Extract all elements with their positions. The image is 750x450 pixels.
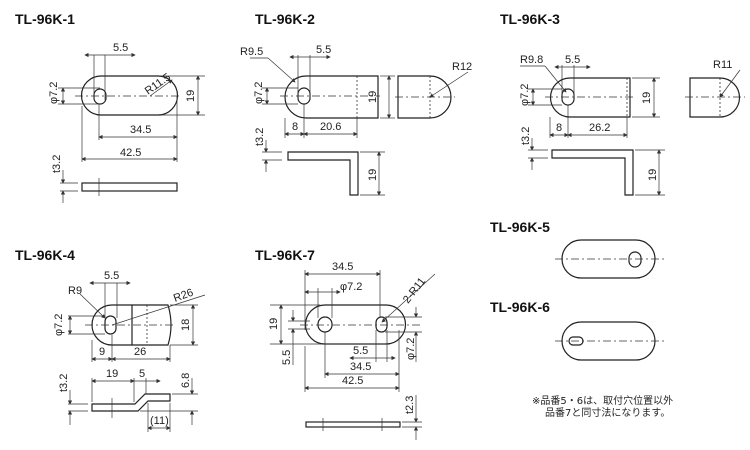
dim-label: 5.5 xyxy=(113,42,128,54)
dim-label: 5.5 xyxy=(281,350,293,365)
bent-side-view xyxy=(551,149,634,196)
side-view xyxy=(81,182,178,192)
dim-label: 19 xyxy=(641,92,653,104)
plate-outline xyxy=(304,304,407,345)
dim-label: R9.5 xyxy=(240,46,263,58)
dim-label: 9 xyxy=(99,346,105,358)
part-tl-96k-6: TL-96K-6 xyxy=(490,299,665,361)
dim-label: 5.5 xyxy=(316,44,331,56)
dim-label: φ7.2 xyxy=(253,82,265,104)
slot-hole xyxy=(628,251,642,268)
dim-label: 19 xyxy=(185,90,197,102)
end-view xyxy=(397,75,452,119)
dim-label: 34.5 xyxy=(332,261,353,273)
dim-label: 8 xyxy=(292,121,298,133)
dim-label: 42.5 xyxy=(120,147,141,159)
part-tl-96k-4: TL-96K-4 5.5 R9 R26 φ7.2 18 9 26 t3.2 19… xyxy=(15,247,206,432)
part-tl-96k-1: TL-96K-1 5.5 φ7.2 R11.5 19 34.5 42.5 t3.… xyxy=(15,11,205,203)
dim-label: 26 xyxy=(134,346,146,358)
end-view xyxy=(689,77,741,118)
slot-hole xyxy=(375,316,388,333)
dim-label: 2-R11 xyxy=(401,275,428,305)
dim-label: R11.5 xyxy=(143,71,173,97)
dim-label: φ7.2 xyxy=(519,84,531,106)
part-tl-96k-2: TL-96K-2 5.5 R9.5 φ7.2 19 8 20.6 R12 t3.… xyxy=(240,11,472,196)
dim-label: 19 xyxy=(367,169,379,181)
dim-label: 34.5 xyxy=(130,124,151,136)
part-title: TL-96K-5 xyxy=(490,219,550,235)
part-tl-96k-5: TL-96K-5 xyxy=(490,219,665,279)
note-line-2: 品番7と同寸法になります。 xyxy=(545,406,670,419)
part-title: TL-96K-1 xyxy=(15,11,75,27)
dim-label: t3.2 xyxy=(51,155,63,173)
note-line-1: ※品番5・6は、取付穴位置以外 xyxy=(532,394,673,407)
bent-side-view xyxy=(91,393,171,412)
part-title: TL-96K-3 xyxy=(500,11,560,27)
part-title: TL-96K-2 xyxy=(255,11,315,27)
dim-label: R26 xyxy=(172,287,195,305)
dim-label: φ7.2 xyxy=(53,314,65,336)
part-title: TL-96K-7 xyxy=(255,247,315,263)
dim-label: R12 xyxy=(452,61,472,73)
dim-label: 19 xyxy=(268,318,280,330)
dim-label: 5.5 xyxy=(104,270,119,282)
dim-label: (11) xyxy=(150,415,169,427)
plate-outline xyxy=(561,321,656,361)
dim-label: 18 xyxy=(180,319,192,331)
dim-label: 5.5 xyxy=(353,345,368,357)
dim-label: 20.6 xyxy=(320,121,341,133)
dim-label: 26.2 xyxy=(589,122,610,134)
part-title: TL-96K-6 xyxy=(490,299,550,315)
dim-label: 6.8 xyxy=(180,373,192,388)
plate-outline xyxy=(549,77,631,118)
dim-label: φ7.2 xyxy=(340,281,362,293)
dim-label: R11 xyxy=(713,59,732,71)
plate-outline xyxy=(80,75,179,116)
dim-label: 5.5 xyxy=(565,54,580,66)
part-tl-96k-3: TL-96K-3 5.5 R9.8 φ7.2 19 8 26.2 R11 t3.… xyxy=(500,11,745,196)
part-tl-96k-7: TL-96K-7 34.5 φ7.2 2-R11 19 5.5 5.5 34.5… xyxy=(255,247,436,440)
dim-label: φ7.2 xyxy=(405,338,417,360)
part-title: TL-96K-4 xyxy=(15,247,75,263)
dim-label: t3.2 xyxy=(58,374,70,392)
dim-label: 42.5 xyxy=(342,375,363,387)
dim-label: t2.3 xyxy=(404,396,416,414)
dim-label: 19 xyxy=(647,169,659,181)
dim-label: 8 xyxy=(556,122,562,134)
dim-label: R9 xyxy=(68,285,82,297)
dim-label: R9.8 xyxy=(520,54,543,66)
slot-hole xyxy=(317,316,333,333)
dim-label: 19 xyxy=(106,368,118,380)
dim-label: 5 xyxy=(139,368,145,380)
dim-label: φ7.2 xyxy=(48,82,60,104)
dim-label: 19 xyxy=(367,91,379,103)
bent-side-view xyxy=(287,151,359,196)
dim-label: t3.2 xyxy=(520,127,532,145)
plate-outline xyxy=(561,239,656,279)
slot-hole xyxy=(93,88,107,105)
side-view xyxy=(305,421,401,428)
dim-label: t3.2 xyxy=(254,128,266,146)
plate-outline xyxy=(284,75,379,119)
dim-label: 34.5 xyxy=(350,361,371,373)
plate-outline xyxy=(91,304,172,346)
